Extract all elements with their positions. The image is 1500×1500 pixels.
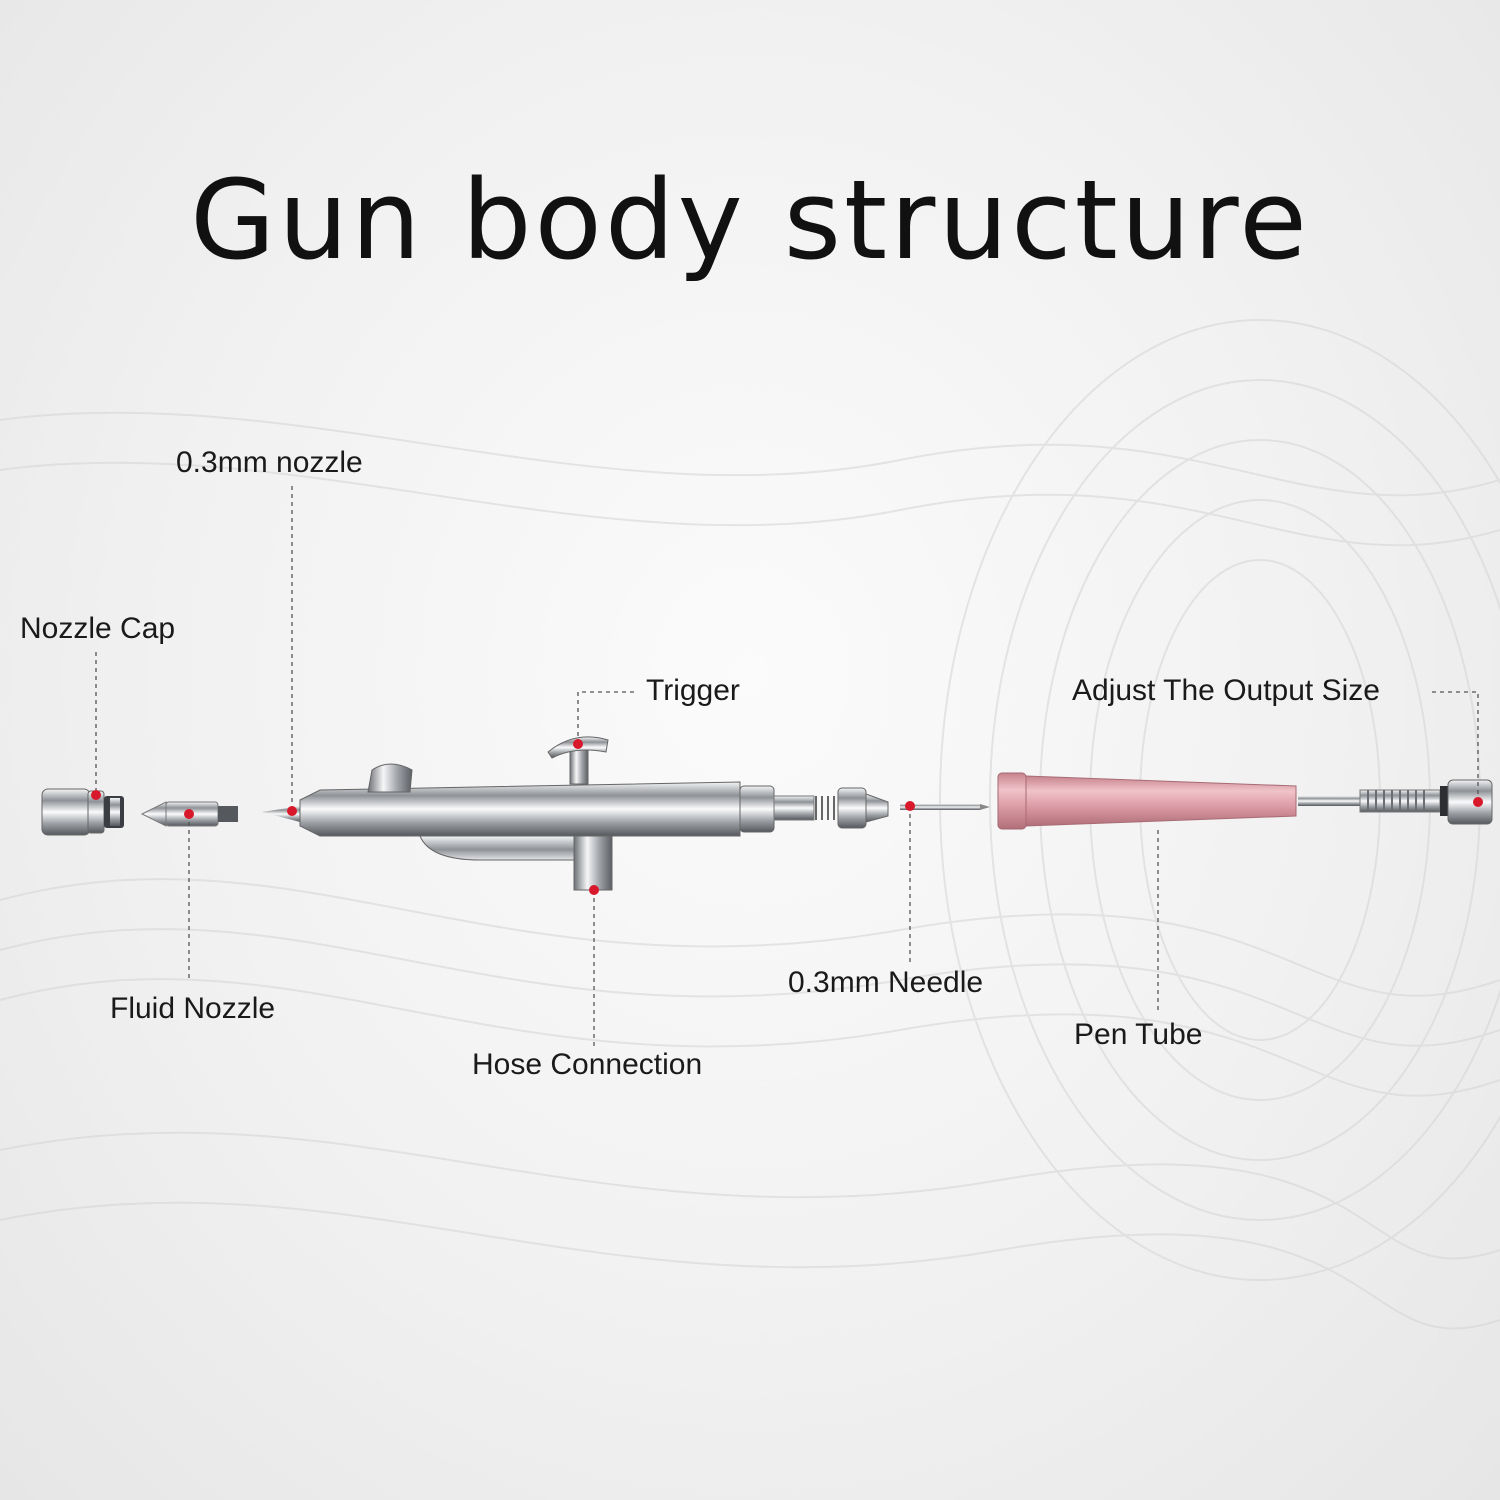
label-trigger: Trigger bbox=[646, 674, 740, 707]
background-swirl bbox=[0, 319, 1500, 1330]
leader-lines bbox=[95, 486, 1479, 1050]
markers bbox=[91, 739, 1483, 895]
marker-fluid-nozzle bbox=[184, 809, 194, 819]
label-hose-connection: Hose Connection bbox=[472, 1048, 703, 1081]
marker-adjust-output bbox=[1473, 797, 1483, 807]
label-needle-03: 0.3mm Needle bbox=[788, 966, 984, 999]
marker-hose-connection bbox=[589, 885, 599, 895]
gun-body bbox=[262, 736, 889, 891]
label-fluid-nozzle: Fluid Nozzle bbox=[110, 992, 276, 1025]
label-adjust-output: Adjust The Output Size bbox=[1072, 674, 1380, 707]
marker-nozzle-03 bbox=[287, 806, 297, 816]
leader-trigger bbox=[577, 691, 634, 744]
needle bbox=[900, 804, 990, 810]
nozzle-cap bbox=[41, 788, 124, 836]
page-title: Gun body structure bbox=[190, 156, 1310, 284]
marker-needle-03 bbox=[905, 801, 915, 811]
label-pen-tube: Pen Tube bbox=[1074, 1018, 1203, 1051]
adjust-rod bbox=[1298, 779, 1493, 825]
label-nozzle-03: 0.3mm nozzle bbox=[176, 446, 363, 479]
marker-nozzle-cap bbox=[91, 790, 101, 800]
pen-tube bbox=[997, 772, 1297, 830]
marker-trigger bbox=[573, 739, 583, 749]
label-nozzle-cap: Nozzle Cap bbox=[20, 612, 176, 645]
